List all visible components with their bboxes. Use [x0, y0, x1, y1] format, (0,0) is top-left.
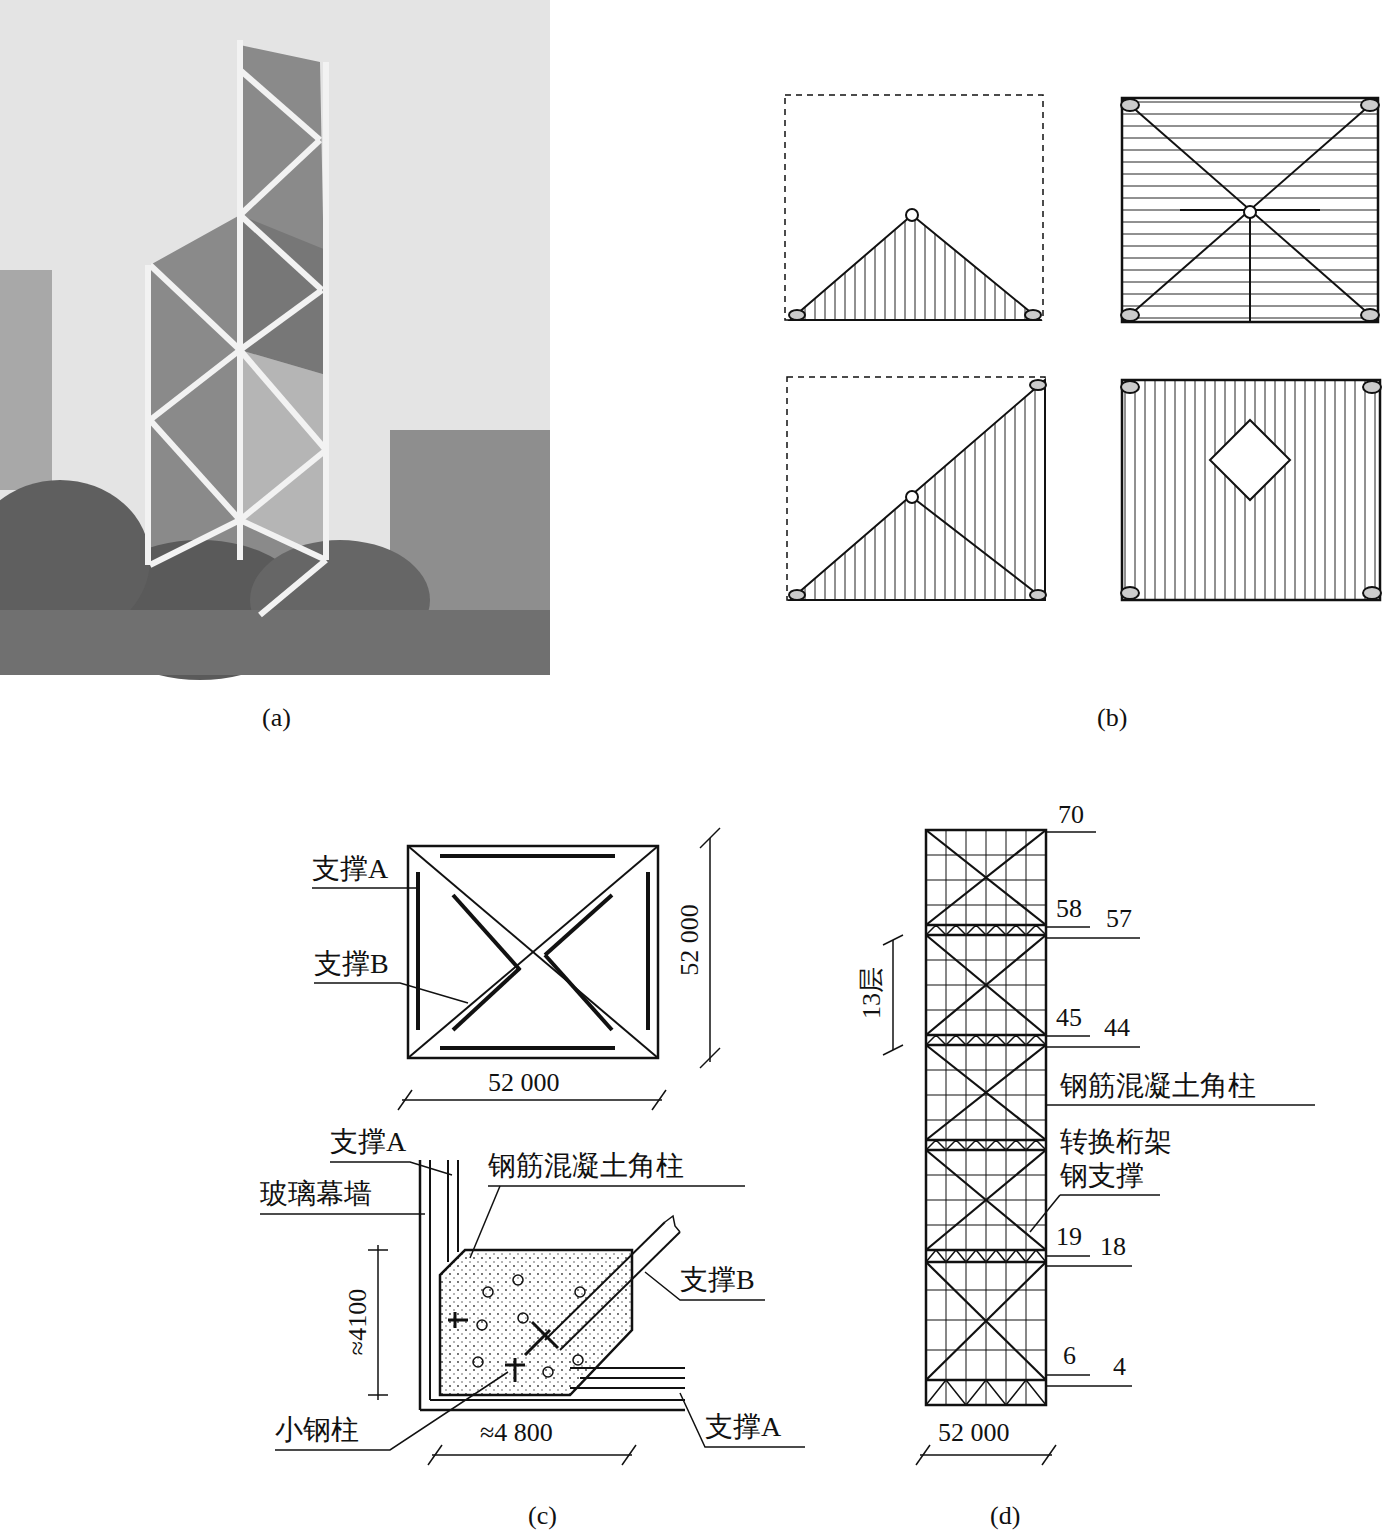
dimension: 52 000: [938, 1418, 1010, 1448]
part-label-wrap: 支撑A: [312, 853, 388, 885]
part-label: 钢筋混凝土角柱: [488, 1150, 684, 1182]
part-label: 支撑B: [680, 1264, 755, 1296]
part-label-wrap: 支撑B: [680, 1264, 755, 1296]
dimension-wrap: 52 000: [675, 904, 705, 976]
part-label: 钢支撑: [1060, 1160, 1144, 1192]
floor-number: 45: [1056, 1003, 1082, 1033]
floor-number-wrap: 58: [1056, 894, 1082, 924]
panel-label: (d): [990, 1501, 1020, 1531]
floor-number: 44: [1104, 1013, 1130, 1043]
part-label-wrap: 支撑A: [330, 1126, 406, 1158]
panel-label: (b): [1097, 703, 1127, 733]
dimension-wrap: ≈4100: [343, 1289, 373, 1355]
panel-label-wrap: (a): [262, 703, 291, 733]
part-label: 支撑B: [314, 948, 389, 980]
floor-number: 18: [1100, 1232, 1126, 1262]
part-label-wrap: 小钢柱: [275, 1414, 359, 1446]
dimension: ≈4 800: [480, 1418, 553, 1448]
tower-photo: [0, 0, 550, 680]
floor-count: 13层: [857, 967, 887, 1019]
dimension: 52 000: [488, 1068, 560, 1098]
part-label: 钢筋混凝土角柱: [1060, 1070, 1256, 1102]
part-label: 支撑A: [330, 1126, 406, 1158]
part-label: 小钢柱: [275, 1414, 359, 1446]
floor-number-wrap: 6: [1063, 1341, 1076, 1371]
floor-count-wrap: 13层: [857, 967, 887, 1019]
dimension-wrap: 52 000: [488, 1068, 560, 1098]
dimension-wrap: ≈4 800: [480, 1418, 553, 1448]
floor-number-wrap: 70: [1058, 800, 1084, 830]
floor-number-wrap: 45: [1056, 1003, 1082, 1033]
corner-column-detail: [260, 1160, 805, 1465]
elevation: [883, 830, 1315, 1465]
panel-label: (c): [528, 1501, 557, 1531]
part-label-wrap: 支撑A: [705, 1411, 781, 1443]
part-label-wrap: 钢支撑: [1060, 1160, 1144, 1192]
floor-number-wrap: 44: [1104, 1013, 1130, 1043]
floor-plans: [785, 95, 1381, 600]
dimension: 52 000: [675, 904, 705, 976]
floor-number-wrap: 19: [1056, 1222, 1082, 1252]
floor-number-wrap: 18: [1100, 1232, 1126, 1262]
dimension-wrap: 52 000: [938, 1418, 1010, 1448]
part-label: 玻璃幕墙: [260, 1178, 372, 1210]
dimension: ≈4100: [343, 1289, 373, 1355]
part-label-wrap: 钢筋混凝土角柱: [488, 1150, 684, 1182]
panel-label: (a): [262, 703, 291, 733]
panel-label-wrap: (b): [1097, 703, 1127, 733]
floor-number: 57: [1106, 904, 1132, 934]
floor-number: 70: [1058, 800, 1084, 830]
part-label: 支撑A: [312, 853, 388, 885]
panel-label-wrap: (c): [528, 1501, 557, 1531]
part-label: 支撑A: [705, 1411, 781, 1443]
floor-number: 19: [1056, 1222, 1082, 1252]
part-label-wrap: 钢筋混凝土角柱: [1060, 1070, 1256, 1102]
plan-bracing: [312, 828, 720, 1110]
part-label: 转换桁架: [1060, 1126, 1172, 1158]
floor-number-wrap: 57: [1106, 904, 1132, 934]
part-label-wrap: 玻璃幕墙: [260, 1178, 372, 1210]
panel-label-wrap: (d): [990, 1501, 1020, 1531]
floor-number-wrap: 4: [1113, 1352, 1126, 1382]
part-label-wrap: 支撑B: [314, 948, 389, 980]
floor-number: 58: [1056, 894, 1082, 924]
floor-number: 6: [1063, 1341, 1076, 1371]
floor-number: 4: [1113, 1352, 1126, 1382]
part-label-wrap: 转换桁架: [1060, 1126, 1172, 1158]
